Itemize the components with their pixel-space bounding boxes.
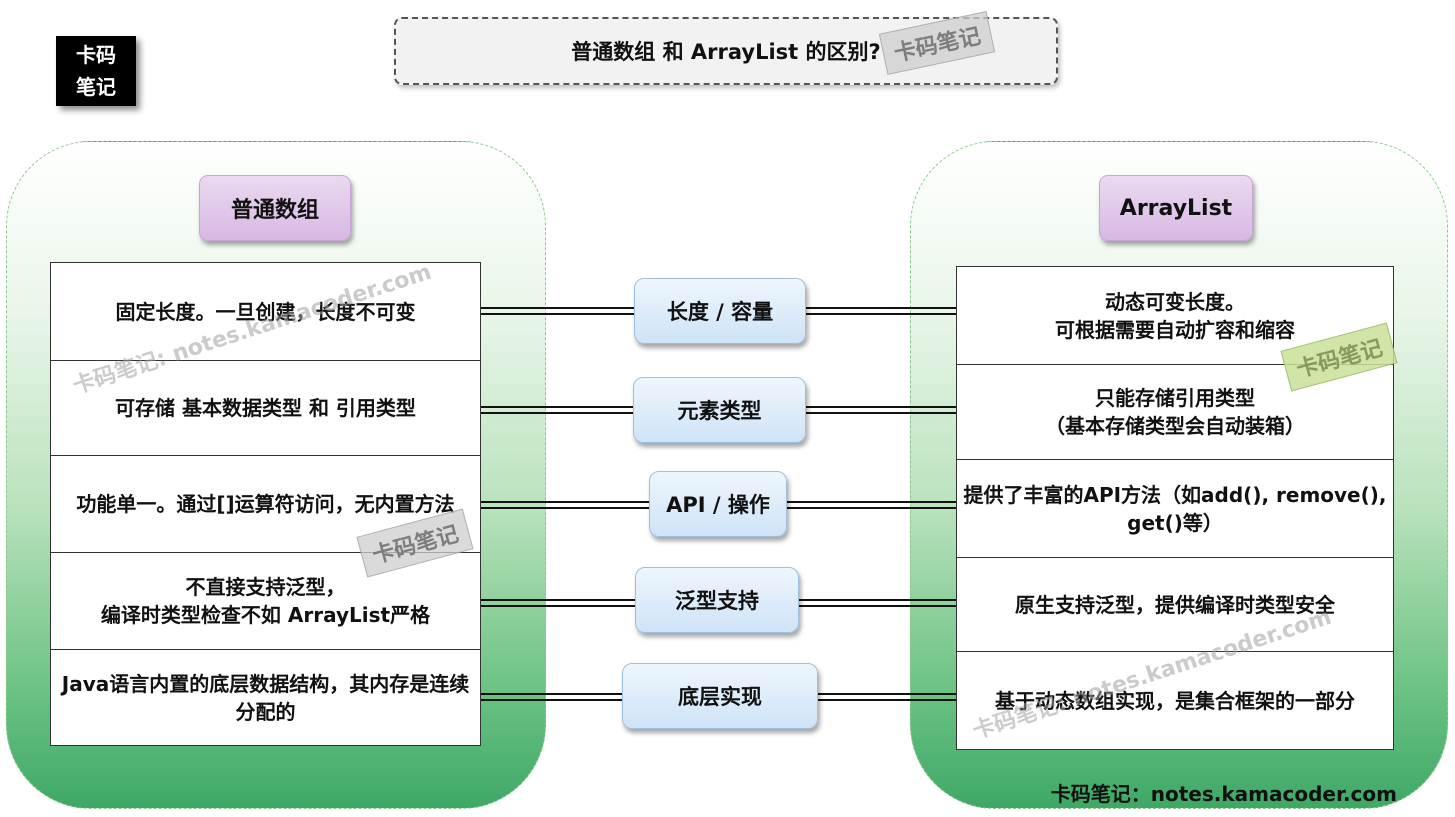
right-header: ArrayList [1099, 175, 1253, 241]
right-row: 提供了丰富的API方法（如add(), remove(), get()等） [957, 460, 1393, 558]
left-row: Java语言内置的底层数据结构，其内存是连续分配的 [61, 671, 470, 724]
category-element-type: 元素类型 [633, 377, 806, 443]
right-row: 基于动态数组实现，是集合框架的一部分 [995, 688, 1355, 713]
left-row: 固定长度。一旦创建，长度不可变 [51, 263, 480, 361]
category-length: 长度 / 容量 [634, 278, 806, 344]
footer-credit: 卡码笔记：notes.kamacoder.com [1050, 782, 1397, 806]
left-header: 普通数组 [199, 175, 351, 241]
logo-line-2: 笔记 [76, 75, 116, 99]
right-row: 动态可变长度。 可根据需要自动扩容和缩容 [957, 267, 1393, 365]
logo: 卡码 笔记 [56, 36, 136, 106]
category-api: API / 操作 [649, 471, 787, 537]
right-row: 原生支持泛型，提供编译时类型安全 [957, 558, 1393, 652]
logo-line-1: 卡码 [76, 43, 116, 67]
left-row: 不直接支持泛型， 编译时类型检查不如 ArrayList严格 [51, 553, 480, 650]
left-row: 可存储 基本数据类型 和 引用类型 [51, 361, 480, 456]
left-row: 功能单一。通过[]运算符访问，无内置方法 [51, 456, 480, 553]
category-generics: 泛型支持 [635, 567, 799, 633]
right-row: 只能存储引用类型 （基本存储类型会自动装箱） [957, 365, 1393, 460]
category-implementation: 底层实现 [622, 663, 818, 729]
left-table: 固定长度。一旦创建，长度不可变 可存储 基本数据类型 和 引用类型 功能单一。通… [50, 262, 481, 746]
